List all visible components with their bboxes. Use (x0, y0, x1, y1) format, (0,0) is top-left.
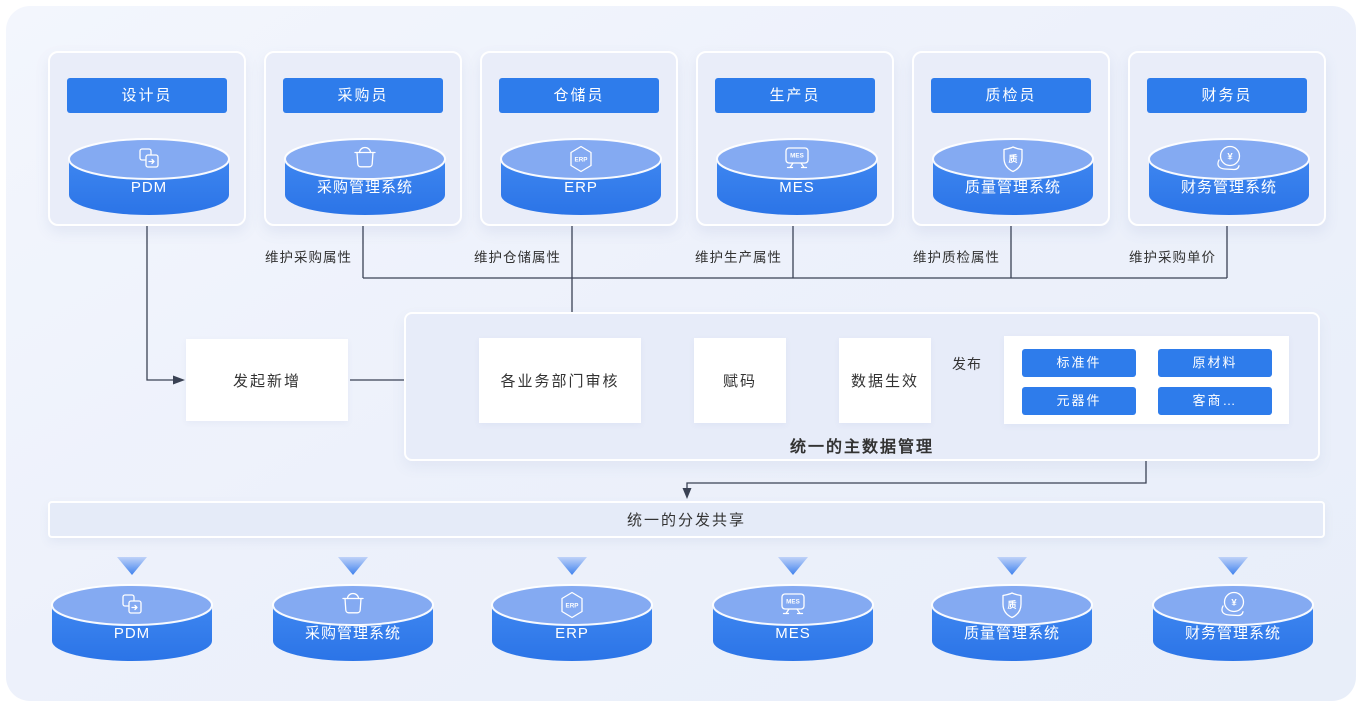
svg-text:PDM: PDM (131, 179, 167, 196)
share-bar-title: 统一的分发共享 (626, 512, 746, 529)
system-cylinder: MES (716, 138, 878, 215)
system-cylinder: PDM (68, 138, 230, 215)
flow-box-review: 各业务部门审核 (479, 338, 641, 423)
panel-title: 统一的主数据管理 (789, 439, 934, 456)
share-bar: 统一的分发共享 (48, 501, 1325, 538)
svg-text:采购管理系统: 采购管理系统 (305, 625, 401, 642)
system-cylinder: 质量管理系统 (931, 584, 1093, 661)
system-cylinder: 采购管理系统 (284, 138, 446, 215)
down-triangle-icon (117, 557, 147, 575)
maintain-label: 维护质检属性 (913, 250, 1000, 265)
maintain-label: 维护采购属性 (265, 250, 352, 265)
publish-label: 发布 (952, 356, 982, 372)
role-badge: 采购员 (283, 78, 443, 113)
category-chip: 标准件 (1022, 349, 1136, 377)
flow-box-initiate: 发起新增 (186, 339, 348, 421)
svg-text:ERP: ERP (564, 179, 598, 196)
svg-text:ERP: ERP (555, 625, 589, 642)
role-card: 仓储员 ERP (480, 51, 678, 226)
maintain-label: 维护仓储属性 (474, 250, 561, 265)
diagram-canvas: ERP MES 质 ¥ (6, 6, 1356, 701)
system-cylinder: 财务管理系统 (1152, 584, 1314, 661)
svg-text:质量管理系统: 质量管理系统 (965, 179, 1061, 196)
down-triangle-icon (557, 557, 587, 575)
role-card: 财务员 财务管理系统 (1128, 51, 1326, 226)
svg-text:MES: MES (779, 179, 815, 196)
svg-text:财务管理系统: 财务管理系统 (1185, 625, 1281, 642)
down-triangle-icon (1218, 557, 1248, 575)
svg-text:财务管理系统: 财务管理系统 (1181, 179, 1277, 196)
svg-text:质量管理系统: 质量管理系统 (964, 625, 1060, 642)
role-badge: 仓储员 (499, 78, 659, 113)
role-card: 生产员 MES (696, 51, 894, 226)
svg-text:PDM: PDM (114, 625, 150, 642)
system-cylinder: 采购管理系统 (272, 584, 434, 661)
system-cylinder: 质量管理系统 (932, 138, 1094, 215)
flow-box-coding: 赋码 (694, 338, 786, 423)
role-badge: 设计员 (67, 78, 227, 113)
role-card: 设计员 PDM (48, 51, 246, 226)
maintain-label: 维护生产属性 (695, 250, 782, 265)
role-card: 采购员 采购管理系统 (264, 51, 462, 226)
down-triangle-icon (778, 557, 808, 575)
system-cylinder: MES (712, 584, 874, 661)
maintain-label: 维护采购单价 (1129, 250, 1216, 265)
down-triangle-icon (997, 557, 1027, 575)
down-triangle-icon (338, 557, 368, 575)
role-badge: 生产员 (715, 78, 875, 113)
role-card: 质检员 质量管理系统 (912, 51, 1110, 226)
role-badge: 财务员 (1147, 78, 1307, 113)
svg-text:采购管理系统: 采购管理系统 (317, 179, 413, 196)
category-chip: 原材料 (1158, 349, 1272, 377)
system-cylinder: ERP (500, 138, 662, 215)
flow-box-effective: 数据生效 (839, 338, 931, 423)
system-cylinder: ERP (491, 584, 653, 661)
role-badge: 质检员 (931, 78, 1091, 113)
system-cylinder: 财务管理系统 (1148, 138, 1310, 215)
svg-text:MES: MES (775, 625, 811, 642)
category-chip: 元器件 (1022, 387, 1136, 415)
category-chip: 客商… (1158, 387, 1272, 415)
system-cylinder: PDM (51, 584, 213, 661)
